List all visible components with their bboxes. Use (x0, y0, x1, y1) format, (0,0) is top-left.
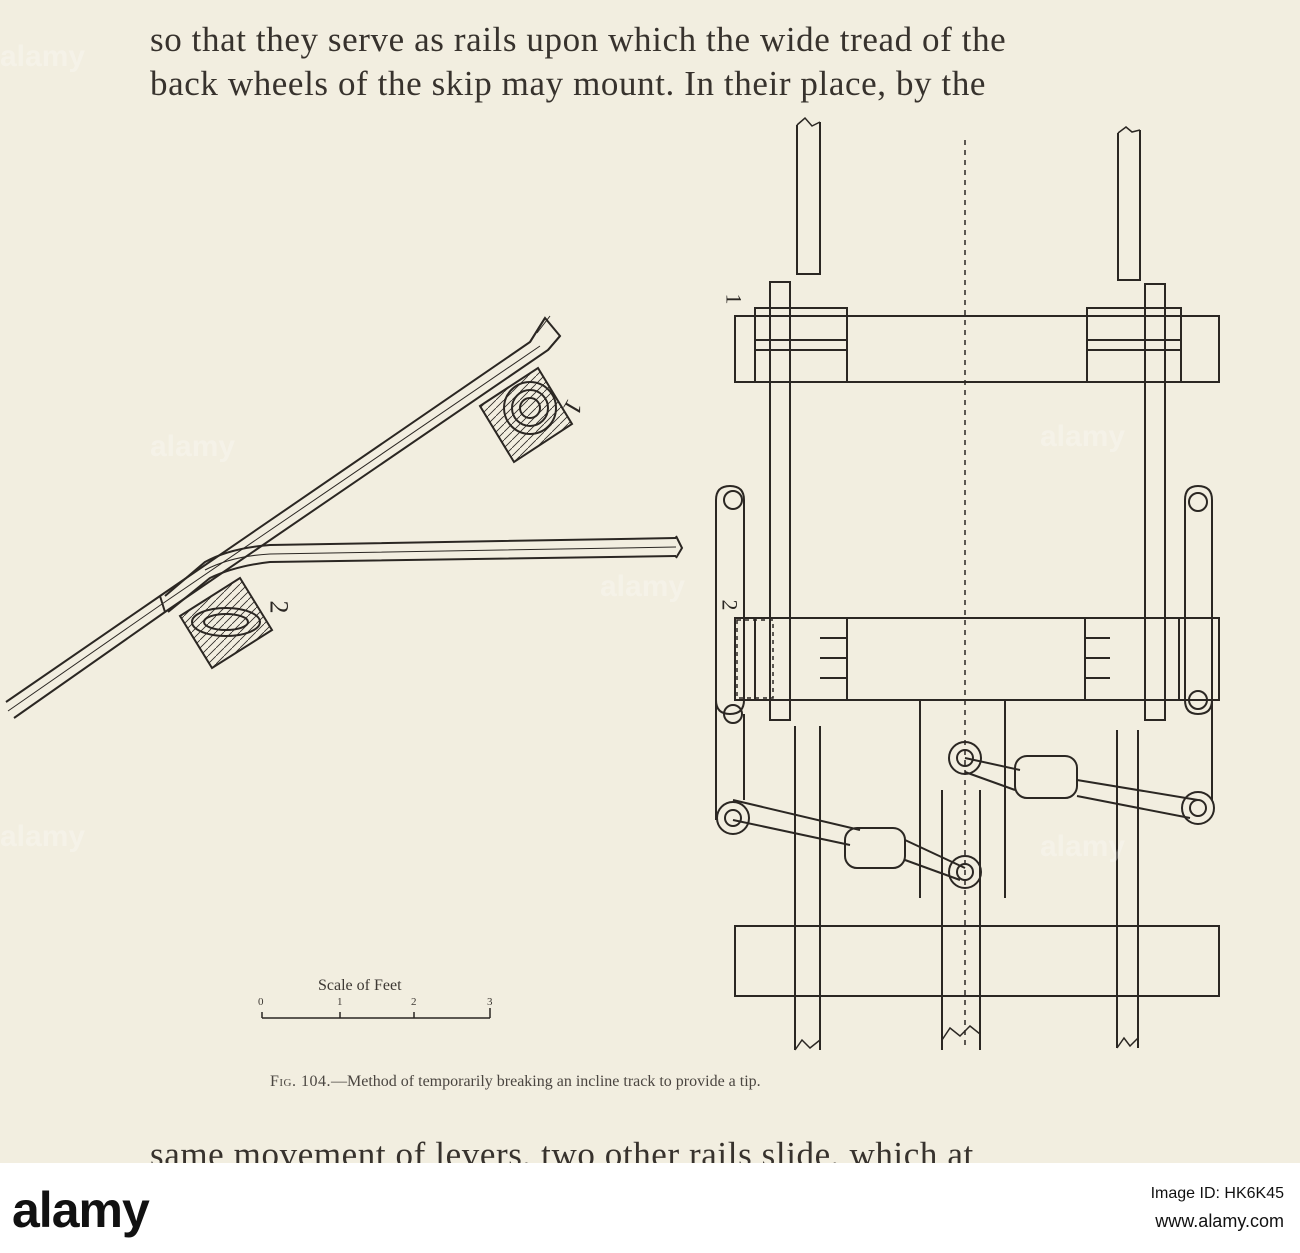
caption-prefix: Fig. 104. (270, 1073, 332, 1090)
sleeper-1 (478, 366, 574, 464)
site-url[interactable]: www.alamy.com (1155, 1211, 1284, 1231)
scale-tick-2: 2 (411, 996, 417, 1008)
label-2-right: 2 (717, 599, 743, 611)
image-meta: Image ID: HK6K45 www.alamy.com (1151, 1185, 1284, 1232)
plan-view (715, 116, 1220, 1051)
technical-drawing (5, 116, 1220, 1051)
scale-tick-3: 3 (487, 996, 493, 1008)
caption-text: —Method of temporarily breaking an incli… (331, 1073, 761, 1090)
scale-tick-0: 0 (258, 996, 264, 1008)
scale-tick-1: 1 (337, 996, 343, 1008)
scale-bar (261, 1008, 491, 1019)
label-2-left: 2 (264, 600, 294, 614)
image-id: Image ID: HK6K45 (1150, 1185, 1284, 1202)
incline-side-view (5, 315, 684, 719)
body-text-line-2: back wheels of the skip may mount. In th… (150, 64, 987, 103)
label-1-right: 1 (721, 293, 747, 305)
scale-title: Scale of Feet (318, 977, 402, 994)
body-text-line-3: same movement of levers, two other rails… (150, 1135, 974, 1163)
body-text-line-1: so that they serve as rails upon which t… (150, 20, 1007, 59)
book-page: so that they serve as rails upon which t… (5, 20, 1220, 1163)
stock-footer: alamy Image ID: HK6K45 www.alamy.com (0, 1163, 1300, 1253)
figure-caption: Fig. 104.—Method of temporarily breaking… (270, 1073, 761, 1091)
sleeper-2 (178, 576, 274, 670)
alamy-logo[interactable]: alamy (12, 1182, 150, 1238)
